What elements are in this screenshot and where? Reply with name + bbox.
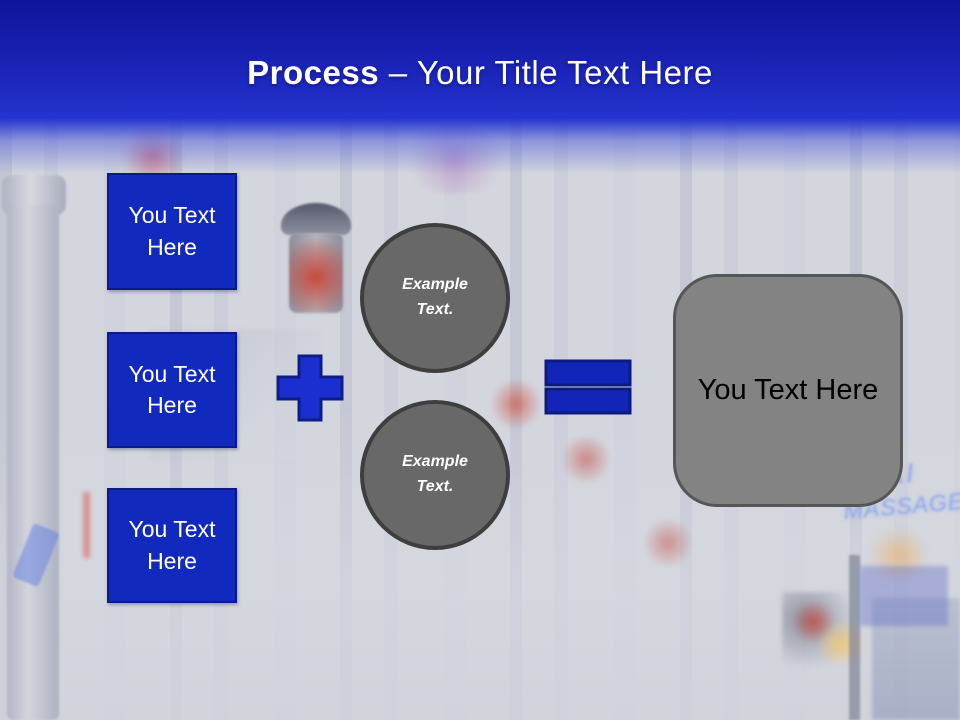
- input-box-1: You Text Here: [107, 173, 237, 290]
- input-box-3: You Text Here: [107, 488, 237, 603]
- slide-title-emphasis: Process: [247, 54, 380, 91]
- input-box-3-label: You Text Here: [128, 516, 216, 574]
- input-box-2-label: You Text Here: [128, 360, 216, 418]
- photo-right-building: [872, 598, 960, 720]
- photo-red-glow-mid2: [562, 432, 610, 486]
- input-box-1-label: You Text Here: [128, 202, 216, 260]
- example-circle-1: Example Text.: [360, 223, 510, 373]
- example-circle-2-label: Example Text.: [402, 453, 468, 495]
- photo-red-glow-low: [645, 515, 691, 571]
- photo-bollard-pole: [7, 205, 59, 720]
- equals-icon: [544, 358, 632, 421]
- slide-title-rest: – Your Title Text Here: [379, 54, 713, 91]
- header-band: [0, 0, 960, 176]
- photo-lantern-red-lamp: [289, 233, 343, 313]
- slide-title: Process – Your Title Text Here: [0, 54, 960, 92]
- example-circle-1-label: Example Text.: [402, 276, 468, 318]
- photo-red-glow-mid: [490, 378, 542, 430]
- photo-orange-glow: [866, 530, 932, 582]
- result-box: You Text Here: [673, 274, 903, 507]
- photo-right-pole: [849, 555, 860, 720]
- result-box-label: You Text Here: [697, 374, 879, 406]
- photo-blue-sign-panel: [860, 566, 948, 626]
- plus-icon: [276, 354, 344, 427]
- example-circle-2: Example Text.: [360, 400, 510, 550]
- input-box-2: You Text Here: [107, 332, 237, 448]
- photo-lantern-cap: [281, 203, 351, 235]
- photo-red-streak: [83, 492, 90, 558]
